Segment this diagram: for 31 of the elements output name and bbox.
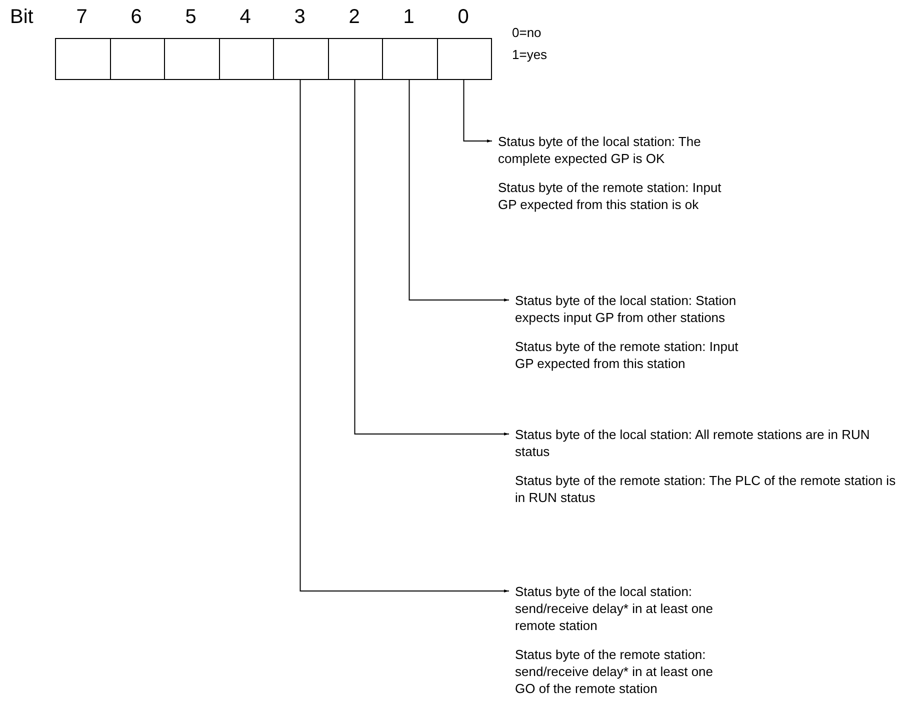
bit-cell bbox=[110, 38, 165, 80]
status-description: Status byte of the local station: The complete expected GP is OK bbox=[498, 133, 702, 167]
bit-number: 6 bbox=[130, 6, 142, 29]
status-description: Status byte of the local station: send/receive delay* in at least one remote station bbox=[515, 583, 714, 634]
status-description: Status byte of the local station: Station expects input GP from other stations bbox=[515, 292, 738, 326]
value-key: 1=yes bbox=[512, 47, 548, 62]
status-description: Status byte of the remote station: send/receive delay* in at least one GO of the remote station bbox=[515, 646, 714, 697]
status-description: Status byte of the remote station: Input GP expected from this station is ok bbox=[498, 179, 722, 213]
leader-arrow bbox=[463, 80, 492, 142]
bit-number: 1 bbox=[403, 6, 414, 29]
leader-arrow bbox=[408, 80, 510, 302]
bit-cell bbox=[328, 38, 383, 80]
bit-number: 7 bbox=[76, 6, 88, 29]
bit-cell bbox=[382, 38, 438, 80]
bit-cell bbox=[273, 38, 328, 80]
bit-cell bbox=[164, 38, 220, 80]
bit-cell bbox=[218, 38, 274, 80]
bit-number: 3 bbox=[294, 6, 306, 29]
status-description: Status byte of the local station: All remote stations are in RUN status bbox=[515, 426, 871, 460]
axis-label: Bit bbox=[10, 6, 34, 29]
bit-number: 0 bbox=[458, 6, 469, 29]
leader-arrow bbox=[300, 80, 510, 592]
leader-arrow bbox=[354, 80, 510, 436]
bit-number: 4 bbox=[240, 6, 251, 29]
value-key: 0=no bbox=[512, 25, 542, 40]
bit-cell bbox=[436, 38, 492, 80]
bit-number: 2 bbox=[348, 6, 360, 29]
status-description: Status byte of the remote station: The PLC of the remote station is in RUN status bbox=[515, 472, 897, 506]
bit-cell bbox=[55, 38, 110, 80]
status-description: Status byte of the remote station: Input GP expected from this station bbox=[515, 338, 740, 372]
bit-number: 5 bbox=[185, 6, 196, 29]
